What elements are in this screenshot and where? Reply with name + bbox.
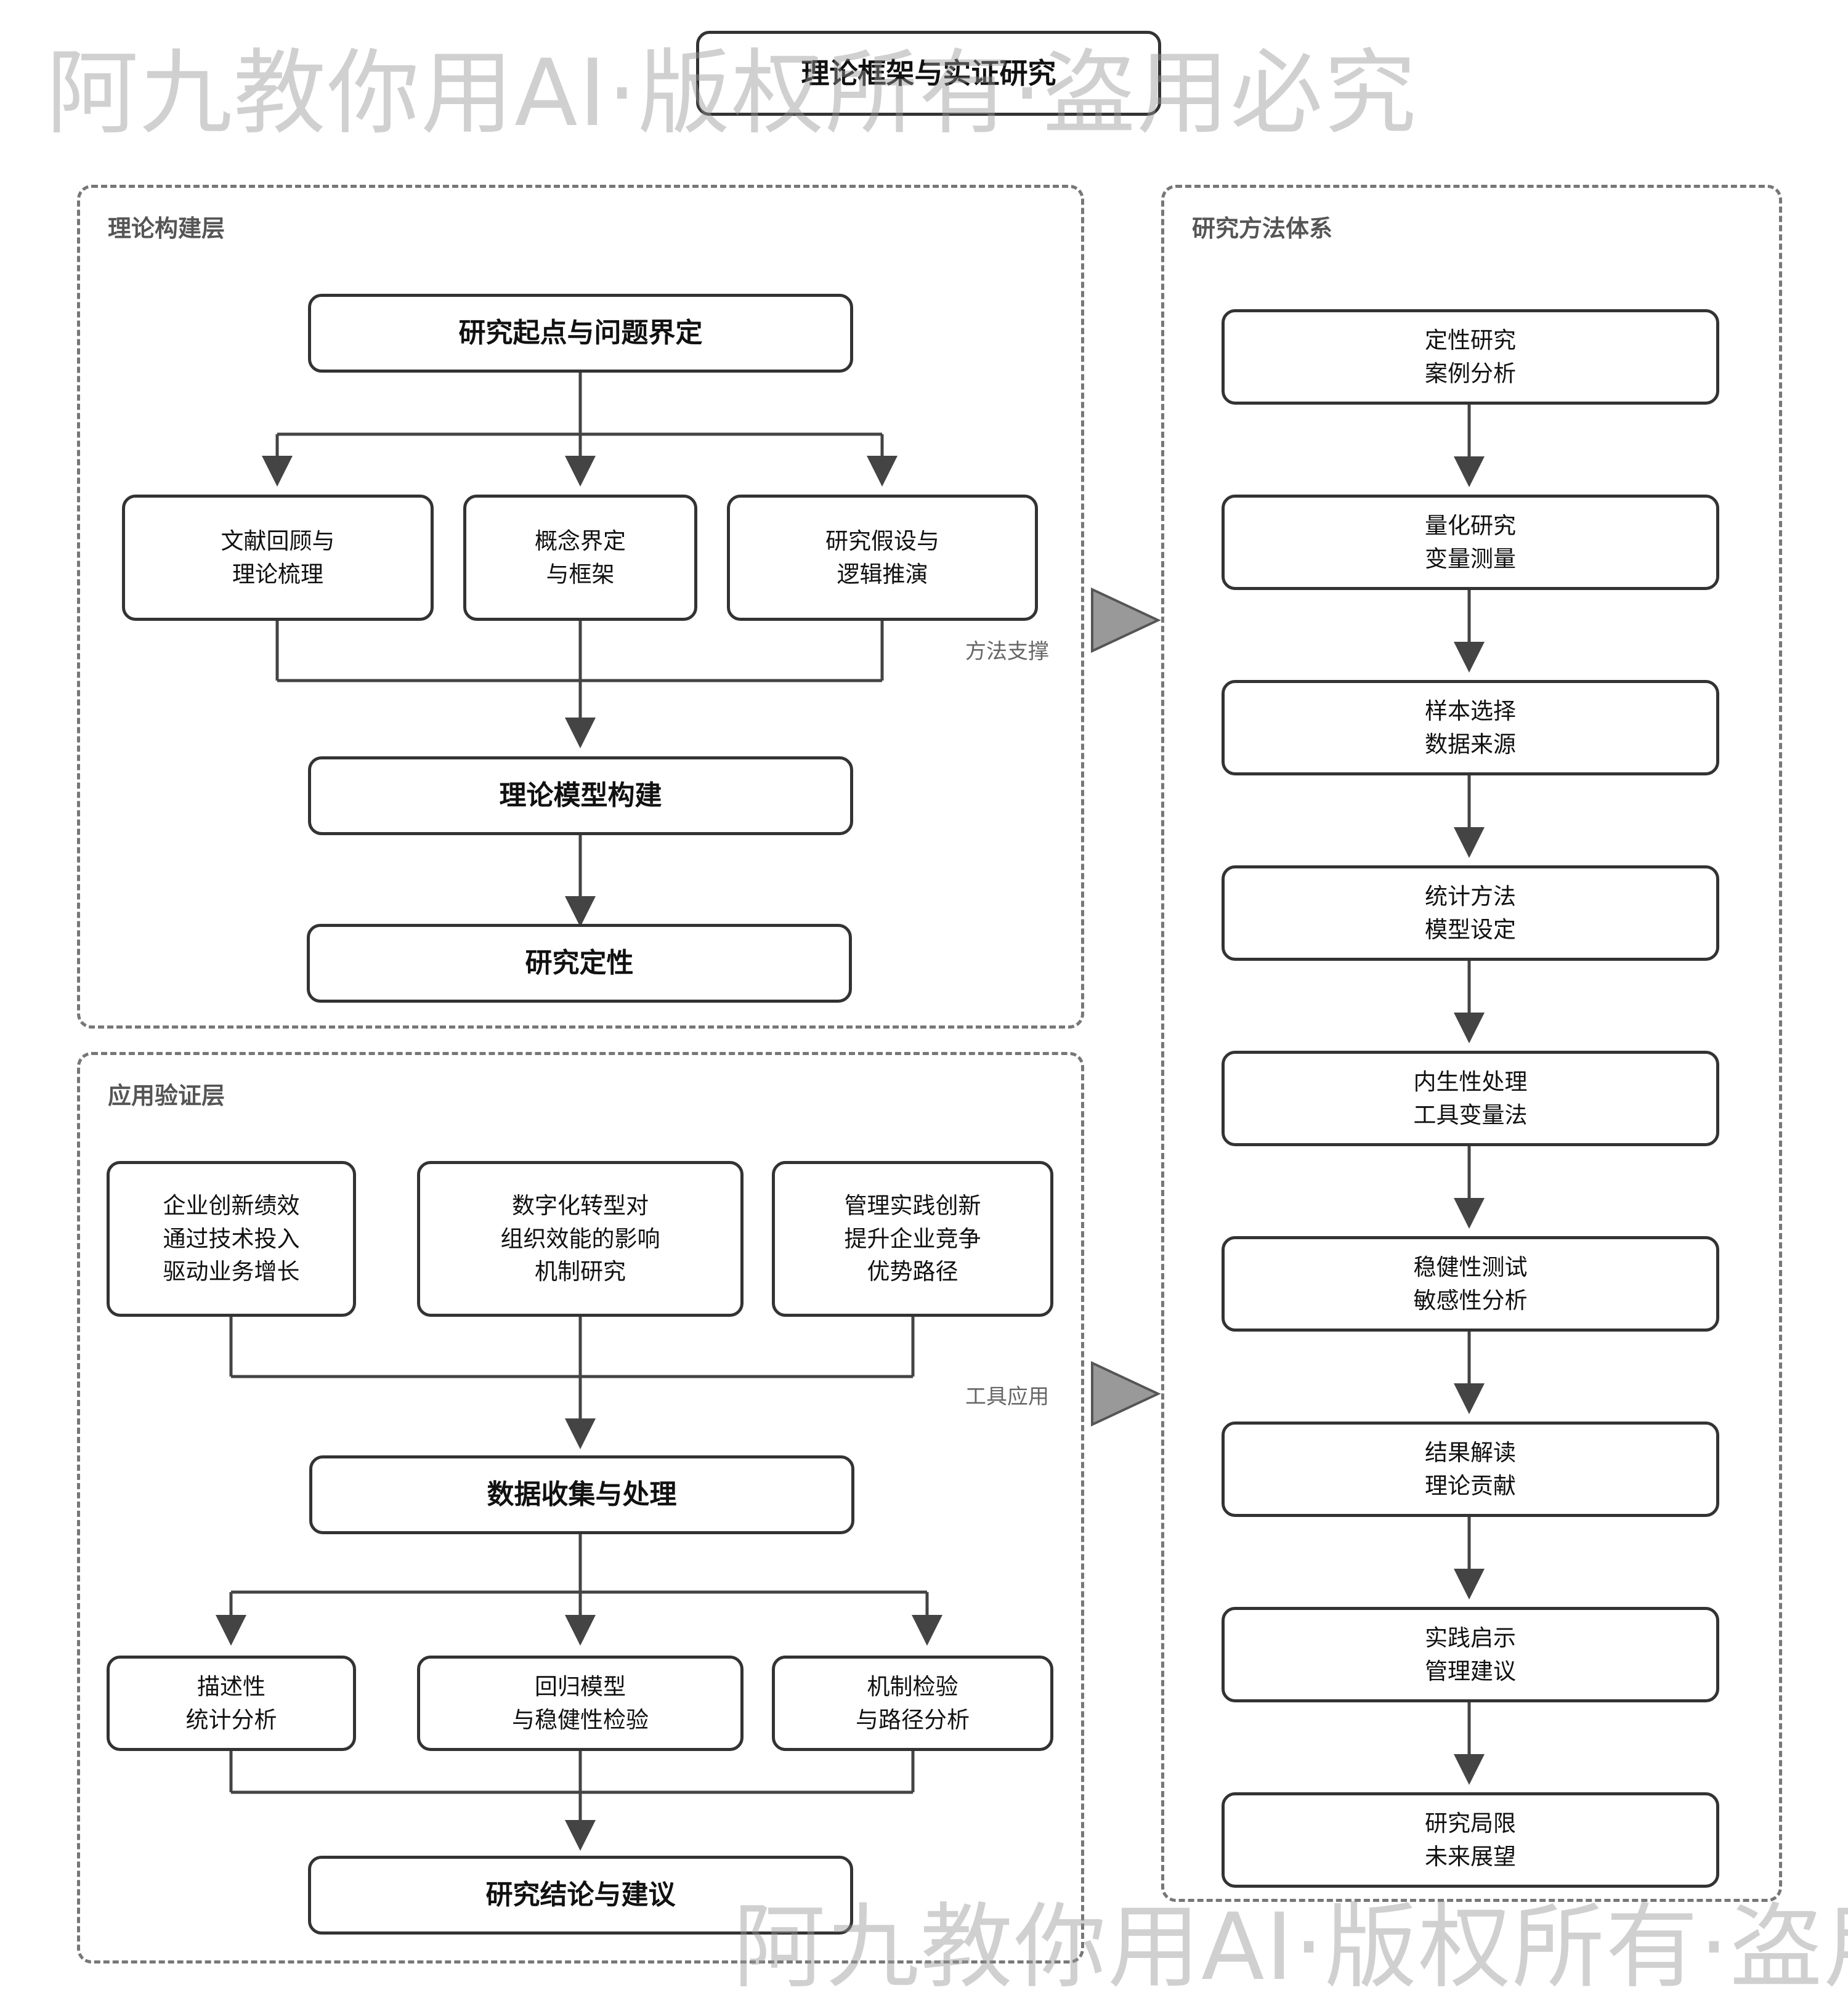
research-nature-box: 研究定性	[307, 924, 852, 1003]
box-text-line: 组织效能的影响	[500, 1225, 660, 1252]
application-topic-box: 管理实践创新 提升企业竞争 优势路径	[772, 1161, 1053, 1317]
box-text-line: 理论梳理	[232, 560, 323, 588]
box-text-line: 工具变量法	[1413, 1101, 1528, 1128]
box-text-line: 研究假设与	[825, 527, 939, 554]
box-text-line: 与路径分析	[856, 1706, 970, 1733]
theory-layer-label: 理论构建层	[108, 215, 225, 242]
theory-branch-box: 概念界定 与框架	[463, 495, 697, 621]
box-text: 研究起点与问题界定	[458, 317, 703, 349]
analysis-box: 机制检验 与路径分析	[772, 1656, 1053, 1751]
method-support-arrow	[1091, 587, 1161, 653]
box-text-line: 定性研究	[1425, 326, 1516, 354]
box-text-line: 理论贡献	[1425, 1472, 1516, 1499]
box-text-line: 样本选择	[1425, 697, 1516, 724]
method-system-panel	[1161, 185, 1782, 1902]
box-text-line: 数据来源	[1425, 730, 1516, 758]
box-text-line: 变量测量	[1425, 545, 1516, 572]
box-text-line: 优势路径	[867, 1258, 958, 1285]
application-topic-box: 数字化转型对 组织效能的影响 机制研究	[417, 1161, 744, 1317]
box-text-line: 驱动业务增长	[163, 1258, 300, 1285]
method-step-box: 统计方法 模型设定	[1222, 865, 1719, 961]
conclusion-box: 研究结论与建议	[308, 1856, 853, 1935]
method-support-label: 方法支撑	[965, 639, 1049, 664]
box-text-line: 机制检验	[867, 1673, 958, 1700]
method-step-box: 内生性处理 工具变量法	[1222, 1051, 1719, 1146]
tool-application-label: 工具应用	[965, 1385, 1049, 1409]
diagram-title: 理论框架与实证研究	[696, 31, 1161, 116]
analysis-box: 描述性 统计分析	[107, 1656, 356, 1751]
box-text: 研究结论与建议	[485, 1879, 676, 1911]
analysis-box: 回归模型 与稳健性检验	[417, 1656, 744, 1751]
box-text: 数据收集与处理	[487, 1479, 677, 1511]
data-processing-box: 数据收集与处理	[309, 1455, 854, 1534]
box-text-line: 回归模型	[535, 1673, 626, 1700]
tool-application-arrow	[1091, 1361, 1161, 1427]
box-text-line: 与框架	[546, 560, 615, 588]
box-text-line: 通过技术投入	[163, 1225, 300, 1252]
box-text-line: 未来展望	[1425, 1843, 1516, 1870]
box-text-line: 企业创新绩效	[163, 1192, 300, 1219]
box-text-line: 研究局限	[1425, 1810, 1516, 1837]
box-text-line: 结果解读	[1425, 1439, 1516, 1466]
box-text-line: 统计分析	[185, 1706, 277, 1733]
box-text-line: 案例分析	[1425, 360, 1516, 387]
box-text-line: 内生性处理	[1413, 1068, 1528, 1095]
diagram-title-text: 理论框架与实证研究	[801, 56, 1056, 90]
box-text-line: 描述性	[197, 1673, 265, 1700]
method-step-box: 实践启示 管理建议	[1222, 1607, 1719, 1702]
method-step-box: 结果解读 理论贡献	[1222, 1422, 1719, 1517]
box-text-line: 逻辑推演	[837, 560, 928, 588]
box-text-line: 稳健性测试	[1413, 1253, 1528, 1280]
box-text-line: 实践启示	[1425, 1624, 1516, 1651]
box-text-line: 文献回顾与	[221, 527, 335, 554]
box-text-line: 概念界定	[535, 527, 626, 554]
box-text-line: 提升企业竞争	[844, 1225, 981, 1252]
method-step-box: 稳健性测试 敏感性分析	[1222, 1236, 1719, 1332]
box-text-line: 管理建议	[1425, 1657, 1516, 1684]
box-text-line: 与稳健性检验	[512, 1706, 649, 1733]
theory-model-box: 理论模型构建	[308, 756, 853, 835]
box-text-line: 数字化转型对	[512, 1192, 649, 1219]
application-topic-box: 企业创新绩效 通过技术投入 驱动业务增长	[107, 1161, 356, 1317]
application-layer-label: 应用验证层	[108, 1082, 225, 1109]
method-step-box: 定性研究 案例分析	[1222, 309, 1719, 405]
research-start-box: 研究起点与问题界定	[308, 294, 853, 373]
theory-branch-box: 文献回顾与 理论梳理	[122, 495, 434, 621]
box-text-line: 敏感性分析	[1413, 1287, 1528, 1314]
method-step-box: 量化研究 变量测量	[1222, 495, 1719, 590]
theory-layer-panel	[77, 185, 1084, 1029]
box-text-line: 统计方法	[1425, 883, 1516, 910]
method-system-label: 研究方法体系	[1192, 215, 1333, 242]
method-step-box: 研究局限 未来展望	[1222, 1792, 1719, 1888]
method-step-box: 样本选择 数据来源	[1222, 680, 1719, 775]
box-text-line: 管理实践创新	[844, 1192, 981, 1219]
box-text-line: 模型设定	[1425, 916, 1516, 943]
box-text: 研究定性	[525, 947, 634, 979]
box-text: 理论模型构建	[499, 780, 662, 812]
box-text-line: 机制研究	[535, 1258, 626, 1285]
application-layer-panel	[77, 1052, 1084, 1964]
box-text-line: 量化研究	[1425, 512, 1516, 539]
theory-branch-box: 研究假设与 逻辑推演	[727, 495, 1038, 621]
